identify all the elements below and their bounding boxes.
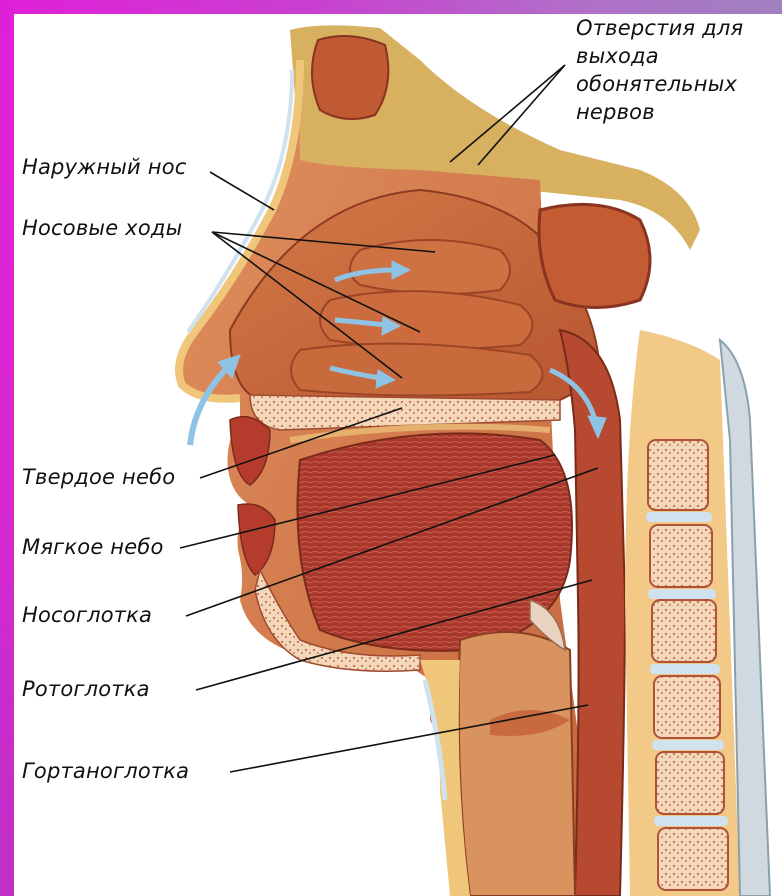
label-olfactory-openings: Отверстия для выхода обонятельных нервов — [576, 14, 743, 126]
label-soft-palate: Мягкое небо — [22, 535, 164, 559]
turbinate-upper — [350, 240, 510, 294]
label-outer-nose: Наружный нос — [22, 155, 187, 179]
leader-outer-nose — [210, 172, 274, 210]
label-nasal-passages: Носовые ходы — [22, 216, 182, 240]
label-olfactory-line-1: Отверстия для — [576, 14, 743, 42]
larynx — [459, 632, 575, 896]
label-laryngopharynx: Гортаноглотка — [22, 759, 189, 783]
label-olfactory-line-4: нервов — [576, 98, 743, 126]
frontal-sinus — [312, 36, 388, 119]
turbinate-lower — [291, 344, 543, 396]
sphenoid-sinus — [539, 204, 650, 307]
label-hard-palate: Твердое небо — [22, 465, 175, 489]
label-olfactory-line-2: выхода — [576, 42, 743, 70]
frame-border-left — [0, 0, 14, 896]
frame-border-top — [0, 0, 782, 14]
label-nasopharynx: Носоглотка — [22, 603, 152, 627]
label-oropharynx: Ротоглотка — [22, 677, 150, 701]
label-olfactory-line-3: обонятельных — [576, 70, 743, 98]
